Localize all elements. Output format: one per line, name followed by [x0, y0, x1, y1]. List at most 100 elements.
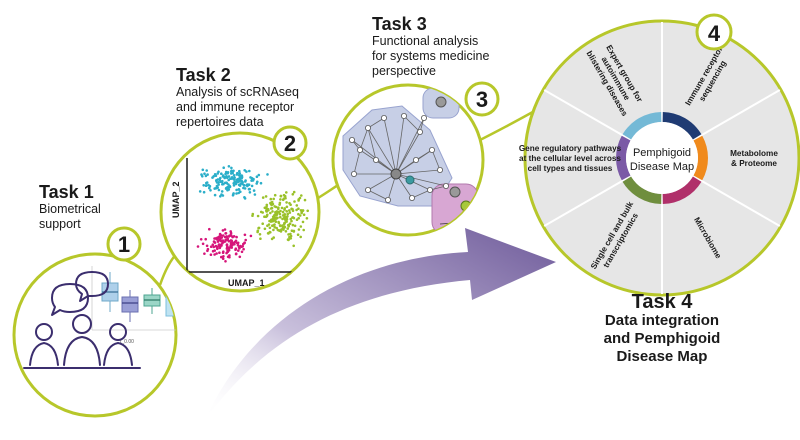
umap-point — [281, 224, 284, 227]
umap-point — [272, 236, 276, 239]
network-node — [384, 196, 391, 203]
umap-point — [285, 205, 289, 209]
umap-point — [237, 249, 240, 252]
umap-point — [201, 175, 204, 178]
network-edge — [395, 117, 425, 175]
umap-point — [214, 174, 218, 177]
disease-map-center-line1: Pemphigoid — [633, 147, 691, 159]
umap-point — [292, 230, 296, 233]
umap-point — [227, 247, 231, 251]
umap-point — [291, 216, 295, 219]
umap-point — [259, 181, 263, 185]
umap-point — [277, 210, 281, 214]
umap-point — [302, 228, 306, 232]
umap-point — [293, 224, 297, 228]
umap-point — [276, 216, 279, 220]
wheel-arc-segment — [662, 112, 702, 140]
network-edge — [351, 139, 397, 175]
umap-point — [240, 174, 244, 177]
umap-point — [211, 243, 215, 246]
wheel-divider — [543, 175, 632, 227]
umap-point — [273, 193, 277, 197]
umap-point — [230, 166, 233, 170]
umap-point — [271, 202, 275, 206]
umap-point — [297, 228, 301, 231]
umap-point — [213, 193, 217, 197]
task1-number: 1 — [118, 232, 130, 257]
umap-point — [296, 233, 300, 236]
umap-point — [218, 251, 221, 254]
umap-point — [220, 180, 224, 184]
task3-circle: 3 — [331, 81, 500, 237]
umap-point — [217, 244, 221, 247]
umap-point — [215, 252, 218, 255]
umap-point — [256, 230, 259, 234]
task3-desc-line1: Functional analysis — [372, 34, 479, 48]
umap-point — [242, 186, 245, 190]
umap-point — [205, 169, 208, 172]
disease-map-center-line2: Disease Map — [630, 161, 694, 173]
umap-point — [231, 194, 235, 197]
umap-point — [283, 225, 287, 229]
umap-point — [208, 186, 211, 190]
umap-point — [297, 216, 301, 220]
wheel-label-line: & Proteome — [731, 159, 777, 168]
network-node — [442, 182, 449, 189]
umap-point — [258, 233, 262, 236]
umap-point — [298, 214, 302, 217]
umap-point — [267, 223, 271, 226]
wheel-arc-segment — [622, 176, 662, 204]
umap-point — [269, 207, 273, 210]
umap-point — [284, 230, 288, 233]
umap-point — [279, 194, 283, 198]
wheel-label-line: cell types and tissues — [528, 164, 613, 173]
umap-point — [235, 235, 238, 239]
umap-point — [209, 189, 212, 192]
umap-point — [264, 195, 268, 198]
umap-point — [225, 247, 229, 250]
task3-number: 3 — [476, 87, 488, 112]
team-discussion-icon — [23, 271, 141, 369]
umap-point — [265, 209, 268, 212]
umap-point — [235, 173, 239, 176]
umap-point — [226, 172, 229, 175]
umap-point — [213, 241, 217, 244]
umap-point — [303, 198, 307, 202]
task3-label: Task 3 Functional analysis for systems m… — [372, 14, 489, 79]
umap-point — [286, 238, 290, 241]
umap-point — [226, 249, 229, 253]
umap-point — [212, 245, 216, 249]
wheel-color-arcs — [616, 112, 708, 204]
task2-desc-line2: and immune receptor — [176, 100, 295, 114]
network-node — [372, 156, 379, 163]
network-edge — [395, 173, 447, 187]
network-nodes — [348, 113, 449, 203]
umap-point — [291, 193, 295, 196]
umap-point — [227, 235, 231, 238]
network-edge — [395, 131, 421, 175]
network-edge — [367, 127, 377, 161]
umap-point — [269, 201, 272, 205]
umap-point — [261, 196, 265, 199]
umap-point — [289, 237, 293, 240]
umap-point — [284, 196, 287, 200]
umap-point — [227, 188, 231, 191]
umap-point — [256, 214, 260, 218]
umap-point — [227, 183, 230, 186]
umap-xlabel: UMAP_1 — [228, 278, 265, 288]
umap-point — [282, 228, 285, 231]
umap-point — [265, 207, 268, 210]
umap-point — [289, 217, 293, 221]
umap-point — [274, 210, 277, 214]
umap-point — [290, 219, 293, 223]
umap-point — [239, 190, 242, 194]
umap-point — [237, 188, 241, 191]
task1-label: Task 1 Biometrical support — [39, 182, 101, 232]
umap-point — [295, 204, 299, 207]
task2-title: Task 2 — [176, 65, 231, 85]
umap-point — [251, 214, 254, 217]
task1-title: Task 1 — [39, 182, 94, 202]
network-edge — [367, 117, 385, 129]
umap-point — [226, 186, 229, 189]
